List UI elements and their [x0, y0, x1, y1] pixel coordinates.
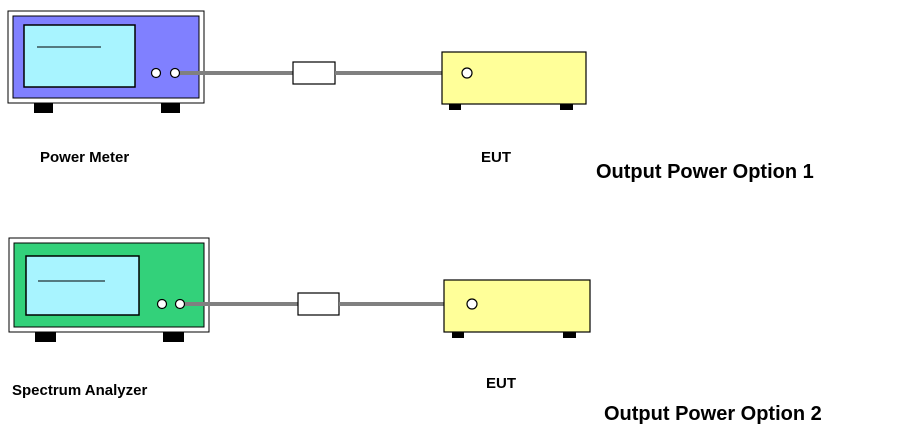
option-2-caption: Output Power Option 2 — [604, 403, 822, 425]
eut-label: EUT — [481, 149, 511, 166]
spectrum-analyzer-knob-1 — [156, 298, 168, 310]
cable-2 — [185, 292, 470, 316]
attenuator-icon — [297, 292, 340, 316]
eut-rf-port — [461, 67, 473, 79]
spectrum-analyzer-knob-2 — [174, 298, 186, 310]
eut-box-icon — [441, 51, 587, 110]
cable-1 — [180, 61, 464, 85]
eut-foot-right — [563, 332, 576, 338]
eut-box-icon — [443, 279, 591, 338]
power-meter-knob-1 — [150, 67, 162, 79]
eut-label: EUT — [486, 375, 516, 392]
power-meter-foot-left — [34, 103, 53, 113]
attenuator-icon — [292, 61, 336, 85]
spectrum-analyzer-foot-right — [163, 332, 184, 342]
power-meter-knob-2 — [169, 67, 181, 79]
setup-option-2: Spectrum Analyzer EUT Output Power Optio… — [8, 237, 822, 425]
setup-option-1: Power Meter EUT Output Power Option 1 — [7, 10, 814, 183]
eut-foot-right — [560, 104, 573, 110]
spectrum-analyzer-label: Spectrum Analyzer — [12, 382, 147, 399]
eut-foot-left — [449, 104, 461, 110]
power-meter-label: Power Meter — [40, 149, 129, 166]
spectrum-analyzer-foot-left — [35, 332, 56, 342]
power-meter-screen — [23, 24, 136, 88]
eut-foot-left — [452, 332, 464, 338]
power-meter-foot-right — [161, 103, 180, 113]
power-meter-icon — [7, 10, 205, 113]
spectrum-analyzer-icon — [8, 237, 210, 342]
eut-body — [443, 279, 591, 333]
option-1-caption: Output Power Option 1 — [596, 161, 814, 183]
eut-body — [441, 51, 587, 105]
eut-rf-port — [466, 298, 478, 310]
spectrum-analyzer-screen — [25, 255, 140, 316]
